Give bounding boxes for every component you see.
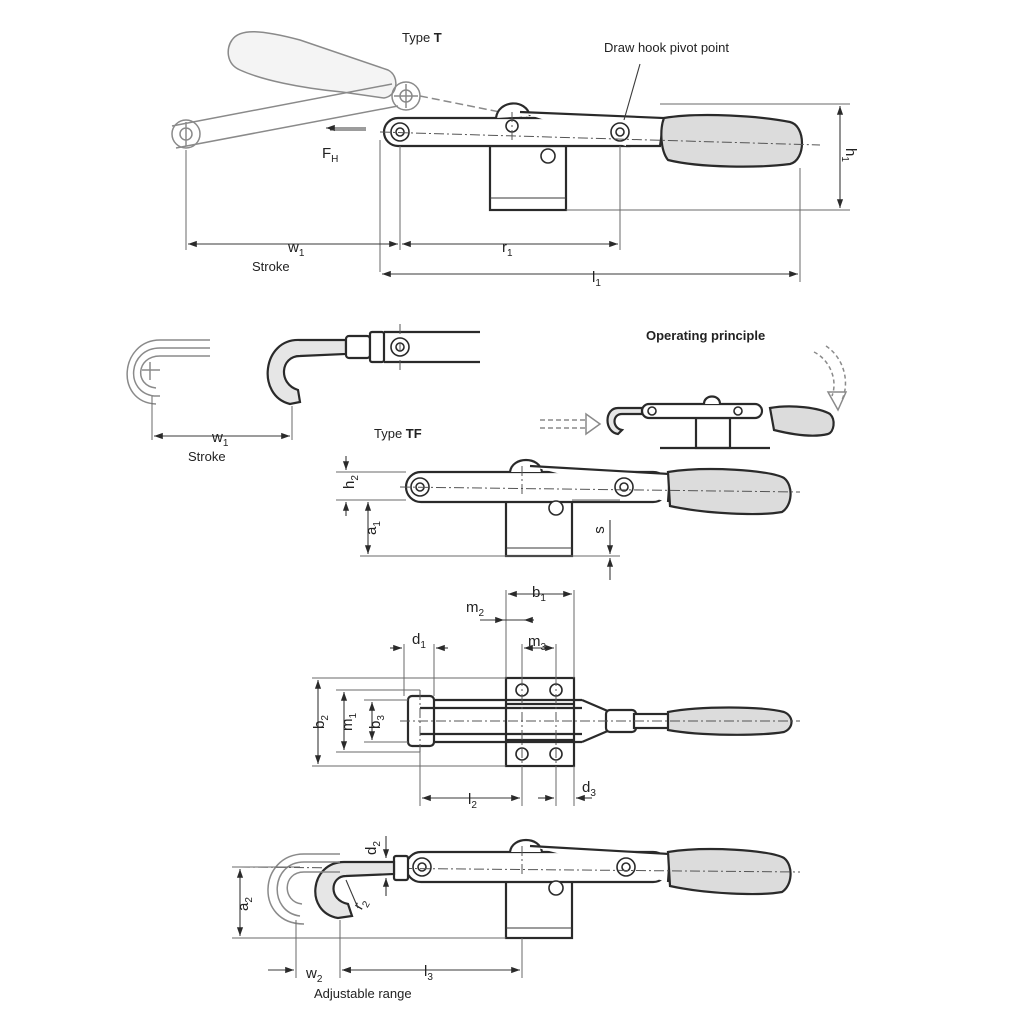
bottom-side-view: d2 r2 a2 w2 l3 Adjustable range xyxy=(232,836,801,1001)
type-t-side-view: FH Type T Draw hook pivot point w1 Strok… xyxy=(171,30,859,289)
dim-m3: m3 xyxy=(528,633,547,653)
dim-l2: l2 xyxy=(468,791,477,811)
top-view: b1 m2 m3 d1 b2 m1 b3 l2 d3 xyxy=(311,584,800,811)
draw-hook-pivot-note: Draw hook pivot point xyxy=(604,40,729,55)
dim-b1: b1 xyxy=(532,584,546,604)
operating-principle-view: Operating principle xyxy=(540,328,848,450)
dim-w1-top: w1 xyxy=(287,239,305,259)
adjustable-range-label: Adjustable range xyxy=(314,986,412,1001)
dim-a2: a2 xyxy=(235,897,255,911)
dim-b2: b2 xyxy=(311,715,331,729)
type-tf-side-view: Type TF h2 a1 s xyxy=(336,426,801,580)
hook xyxy=(266,338,348,406)
dim-w1-mid: w1 xyxy=(211,429,229,449)
type-t-label: Type T xyxy=(402,30,442,45)
dim-h1: h1 xyxy=(839,148,859,162)
dim-a1: a1 xyxy=(363,521,383,535)
operating-principle-label: Operating principle xyxy=(646,328,765,343)
dim-s: s xyxy=(591,526,608,534)
dim-d1: d1 xyxy=(412,631,426,651)
t-handle-grip xyxy=(660,113,803,168)
dim-d3: d3 xyxy=(582,779,596,799)
dim-b3: b3 xyxy=(367,715,387,729)
dim-d2: d2 xyxy=(363,841,383,855)
dim-h2: h2 xyxy=(341,475,361,489)
type-tf-label: Type TF xyxy=(374,426,422,441)
dim-fh: FH xyxy=(322,145,338,165)
dim-m1: m1 xyxy=(339,713,359,732)
dim-l1: l1 xyxy=(592,269,601,289)
hook-detail-view: w1 Stroke xyxy=(126,324,480,464)
dim-r1: r1 xyxy=(502,239,513,259)
dim-l3: l3 xyxy=(424,963,433,983)
bottom-hook xyxy=(314,860,396,920)
dim-m2: m2 xyxy=(466,599,485,619)
stroke-label-top: Stroke xyxy=(252,259,290,274)
stroke-label-mid: Stroke xyxy=(188,449,226,464)
dim-w2: w2 xyxy=(305,965,323,985)
